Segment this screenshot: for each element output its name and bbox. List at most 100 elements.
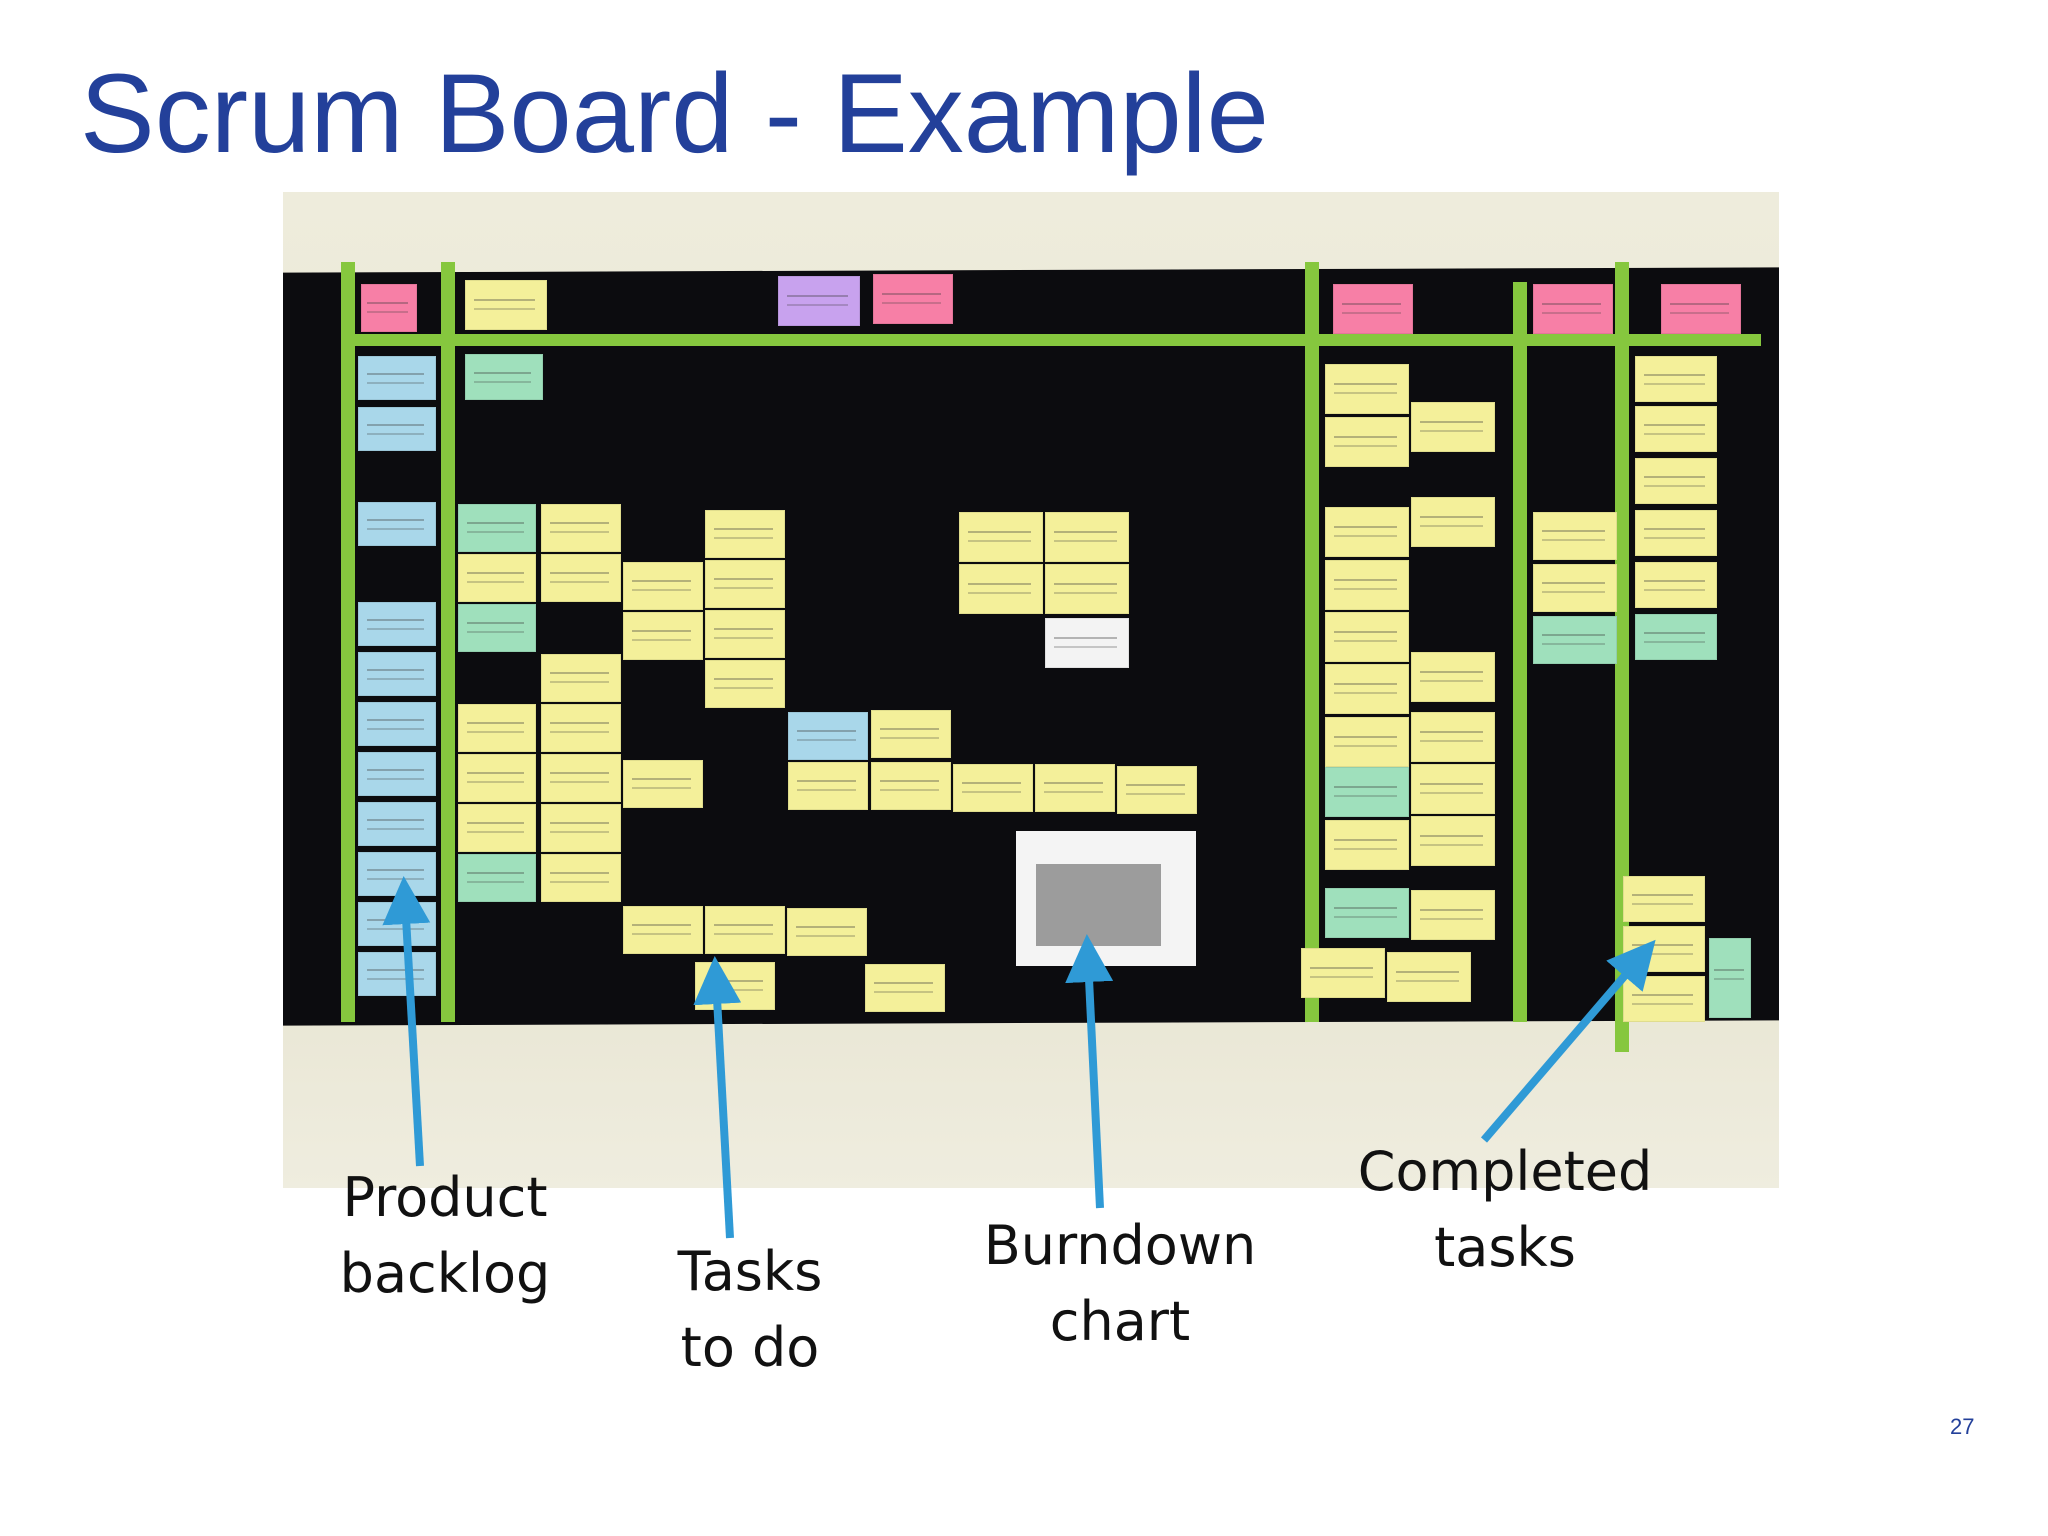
backlog-card	[358, 752, 436, 796]
task-card	[541, 654, 621, 702]
task-card	[871, 710, 951, 758]
tape-line	[341, 334, 1761, 346]
task-card	[541, 804, 621, 852]
backlog-card	[358, 407, 436, 451]
done-card	[1635, 356, 1717, 402]
task-card	[865, 964, 945, 1012]
backlog-card	[358, 802, 436, 846]
task-card	[705, 610, 785, 658]
task-card	[541, 754, 621, 802]
in-progress-card	[1325, 364, 1409, 414]
burndown-chart-sheet	[1016, 831, 1196, 966]
tape-line	[1513, 282, 1527, 1022]
in-progress-card	[1411, 816, 1495, 866]
tape-line	[1305, 262, 1319, 1022]
task-card	[623, 612, 703, 660]
in-progress-card	[1325, 612, 1409, 662]
task-card	[705, 906, 785, 954]
done-card	[1635, 614, 1717, 660]
backlog-card	[358, 702, 436, 746]
in-progress-card	[1301, 948, 1385, 998]
arrow-tasks-to-do	[693, 956, 742, 1239]
task-card	[465, 354, 543, 400]
task-card	[871, 762, 951, 810]
in-progress-card	[1325, 664, 1409, 714]
task-card	[541, 704, 621, 752]
slide-title: Scrum Board - Example	[80, 51, 1269, 176]
task-card	[458, 754, 536, 802]
in-progress-card	[1411, 712, 1495, 762]
task-card	[458, 504, 536, 552]
backlog-card	[358, 652, 436, 696]
in-progress-card	[1325, 888, 1409, 938]
done-card	[1635, 562, 1717, 608]
in-progress-card	[1325, 717, 1409, 767]
task-card	[458, 604, 536, 652]
done-card	[1635, 406, 1717, 452]
header-card-pending	[1533, 284, 1613, 334]
task-card	[458, 854, 536, 902]
task-card	[458, 804, 536, 852]
in-progress-card	[1325, 767, 1409, 817]
task-card	[541, 554, 621, 602]
task-card	[1045, 564, 1129, 614]
tape-line	[341, 262, 355, 1022]
task-card	[1045, 618, 1129, 668]
task-card	[623, 906, 703, 954]
task-card	[959, 564, 1043, 614]
task-card	[705, 660, 785, 708]
in-progress-card	[1411, 402, 1495, 452]
task-card	[1117, 766, 1197, 814]
task-card	[788, 712, 868, 760]
task-card	[959, 512, 1043, 562]
task-card	[541, 504, 621, 552]
page-number: 27	[1950, 1414, 1975, 1439]
in-progress-card	[1411, 764, 1495, 814]
tape-line	[1615, 262, 1629, 1052]
pending-card	[1533, 616, 1617, 664]
task-card	[458, 704, 536, 752]
done-card	[1709, 938, 1751, 1018]
tape-line	[441, 262, 455, 1022]
in-progress-card	[1325, 560, 1409, 610]
header-card-story	[361, 284, 417, 332]
header-card-in-progress	[1333, 284, 1413, 334]
task-card	[541, 854, 621, 902]
task-card	[787, 908, 867, 956]
backlog-card	[358, 602, 436, 646]
task-card	[458, 554, 536, 602]
task-card	[953, 764, 1033, 812]
in-progress-card	[1387, 952, 1471, 1002]
arrow-burndown-chart	[1065, 934, 1114, 1209]
done-card	[1623, 876, 1705, 922]
header-card-pairs	[778, 276, 860, 326]
arrow-completed-tasks	[1480, 939, 1656, 1143]
done-card	[1635, 510, 1717, 556]
header-card-done	[1661, 284, 1741, 334]
pending-card	[1533, 564, 1617, 612]
backlog-card	[358, 502, 436, 546]
task-card	[623, 562, 703, 610]
burndown-chart-plot	[1036, 864, 1161, 946]
task-card	[623, 760, 703, 808]
task-card	[1045, 512, 1129, 562]
task-card	[705, 560, 785, 608]
done-card	[1635, 458, 1717, 504]
in-progress-card	[1325, 507, 1409, 557]
task-card	[705, 510, 785, 558]
task-card	[1035, 764, 1115, 812]
in-progress-card	[1411, 652, 1495, 702]
task-card	[788, 762, 868, 810]
pending-card	[1533, 512, 1617, 560]
in-progress-card	[1325, 820, 1409, 870]
header-card-tasks	[873, 274, 953, 324]
in-progress-card	[1325, 417, 1409, 467]
backlog-card	[358, 356, 436, 400]
in-progress-card	[1411, 890, 1495, 940]
header-card	[465, 280, 547, 330]
